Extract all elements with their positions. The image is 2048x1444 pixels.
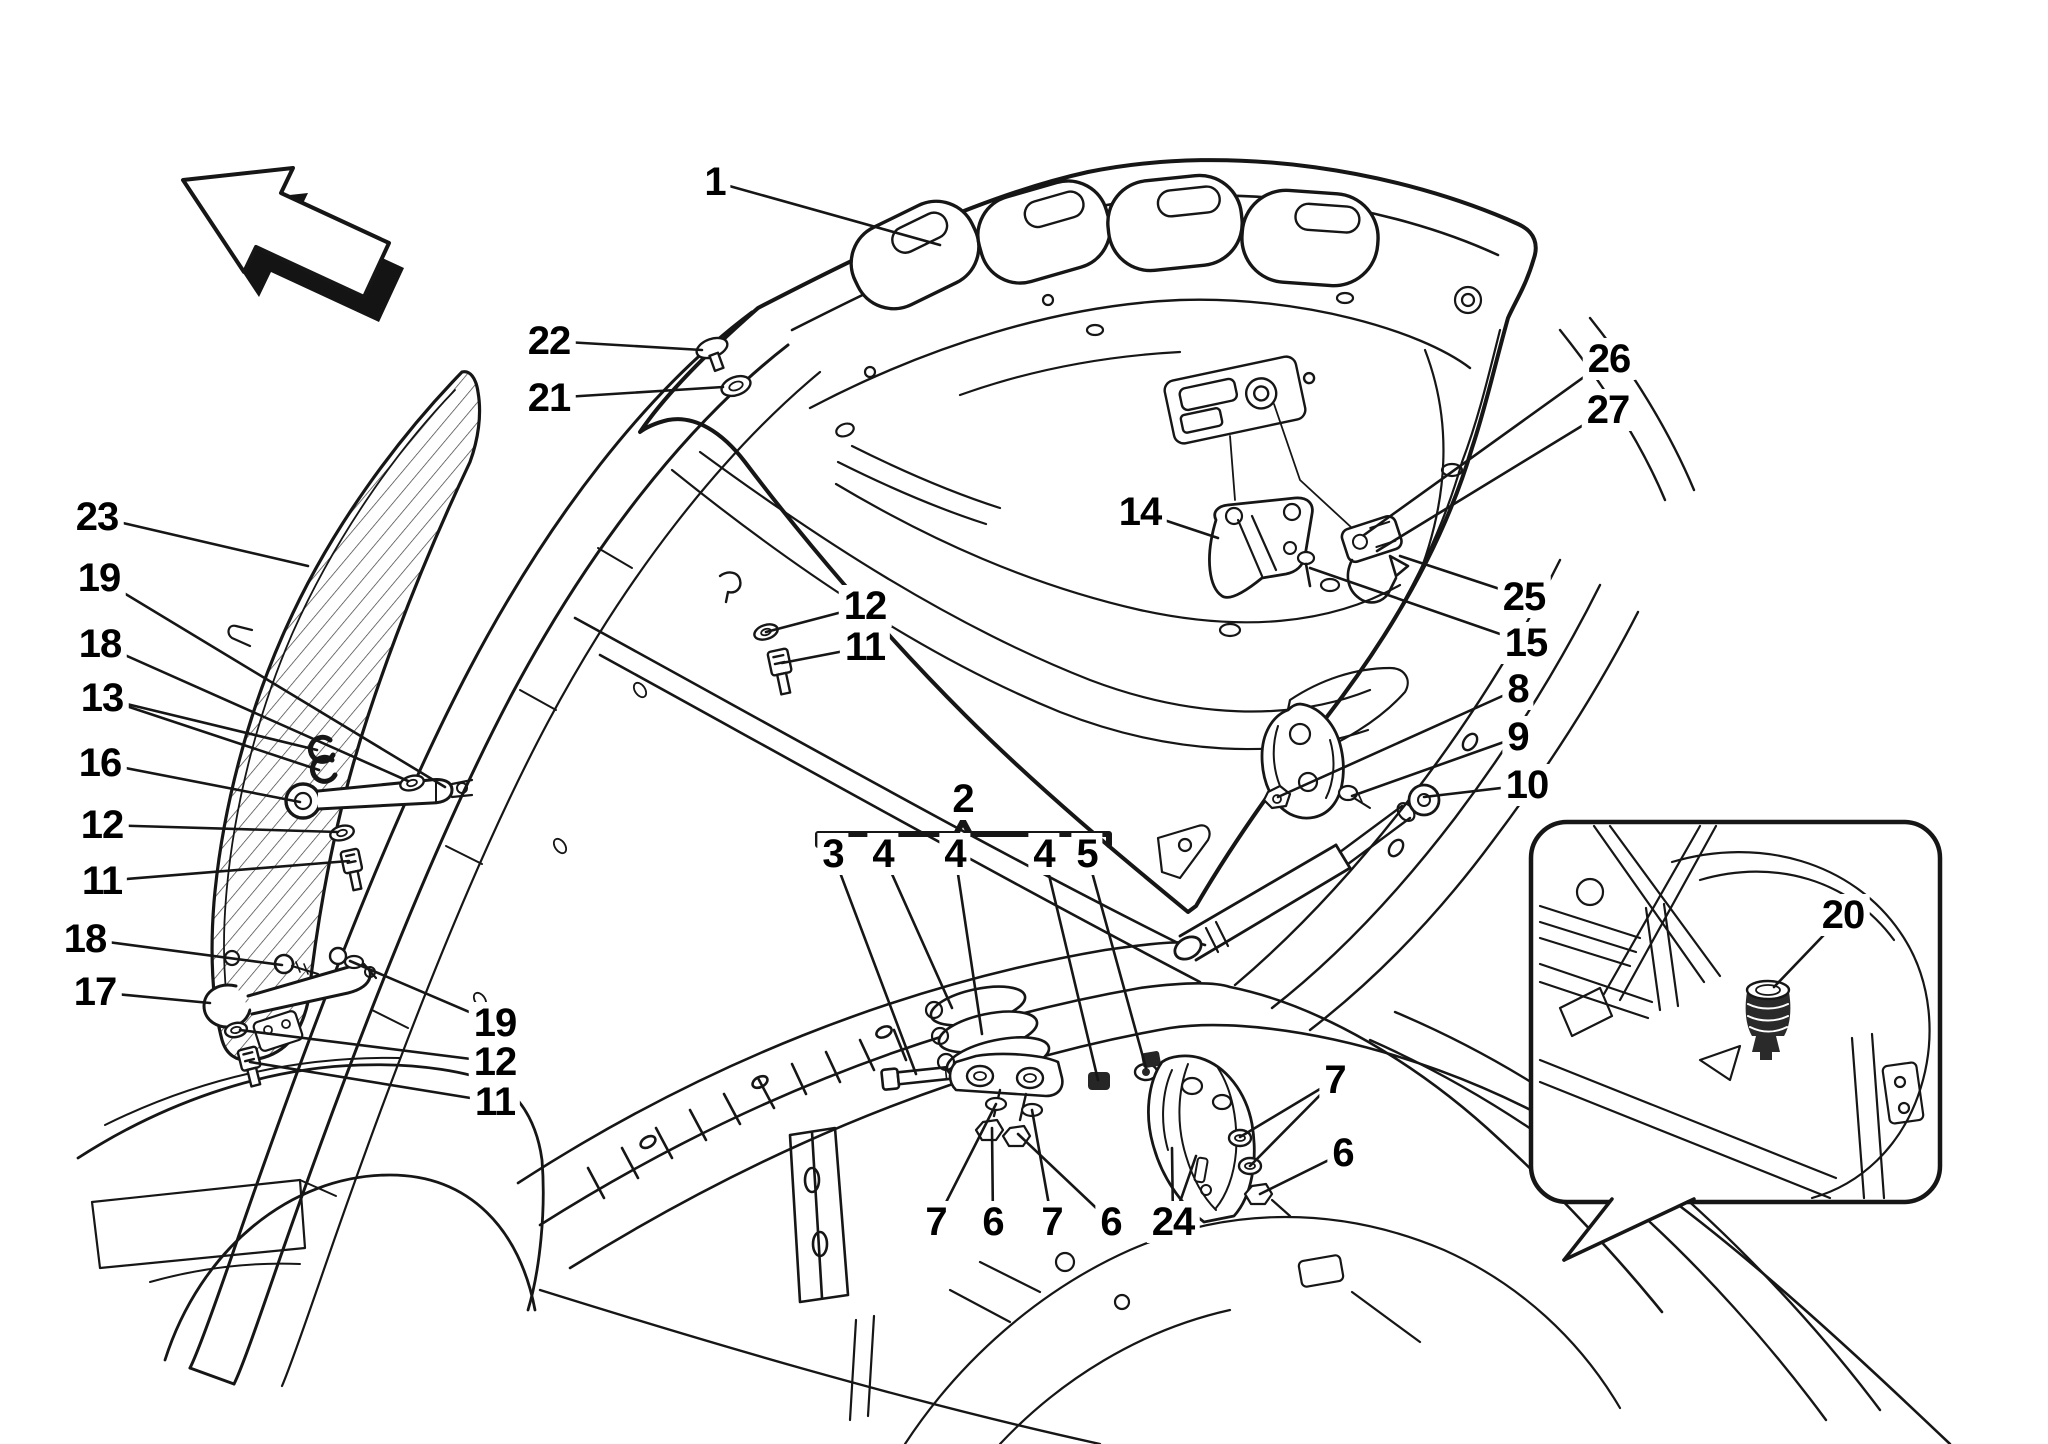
leader-line-12 [764,604,867,634]
nose-rails [188,310,822,1388]
group-bracket-2 [815,818,1112,848]
leader-line-4 [881,852,954,1010]
leader-line-9 [1350,735,1520,798]
leader-line-22 [547,339,704,352]
seal-blade-part23 [210,370,482,1062]
leader-line-27 [1375,408,1610,553]
leader-line-7 [934,1102,998,1224]
leader-line-15 [1308,566,1528,645]
leader-line-7 [1030,1108,1054,1224]
leader-line-19 [97,576,447,789]
leader-line-12 [100,823,340,834]
inset-box [1528,819,1943,1262]
leader-line-26 [1362,357,1611,537]
latch-assembly [1340,515,1410,604]
leader-line-21 [547,385,725,400]
buffer-part-20 [1745,979,1791,1060]
fender [76,1056,1102,1444]
leader-line-10 [1422,783,1529,799]
leader-line-24 [1170,1146,1175,1224]
cowl-channel [516,616,1952,1444]
leader-line-4 [1042,852,1100,1082]
leader-line-19 [348,959,497,1025]
leader-line-23 [95,515,310,568]
leader-line-11 [100,859,351,883]
leader-line-1 [713,180,942,247]
leader-line-3 [831,852,918,1076]
hinge-bracket-8 [1260,702,1371,820]
stay-rod-lower [202,946,378,1088]
leader-line-6 [990,1126,995,1224]
leader-line-4 [953,852,984,1036]
leader-line-11 [780,645,867,665]
hinge-bracket-24 [1147,1054,1292,1224]
leader-line-18 [98,642,410,783]
inset-frame [1538,824,1931,1200]
engine-bay-details [848,1215,1622,1444]
leader-line-18 [83,937,284,967]
leader-line-16 [98,761,302,804]
lock-plate [1163,355,1316,445]
leader-line-5 [1085,852,1148,1070]
leader-line-17 [93,990,212,1005]
leader-line-6 [1016,1132,1113,1224]
stay-rod-upper [284,734,474,892]
leader-line-11 [248,1060,497,1104]
leader-line-13 [100,696,319,752]
bracket-14 [1208,496,1316,599]
leader-line-13 [100,696,321,772]
leader-lines [83,180,1845,1224]
lid-inner-details [670,285,1483,880]
center-fasteners [695,336,793,696]
hinge-assembly [880,985,1161,1148]
leader-line-6 [1258,1151,1345,1196]
gas-strut [1173,783,1441,962]
leader-line-12 [238,1028,497,1064]
leader-line-7 [1238,1078,1337,1139]
leader-line-8 [1276,687,1520,799]
direction-arrow-icon [181,166,404,322]
